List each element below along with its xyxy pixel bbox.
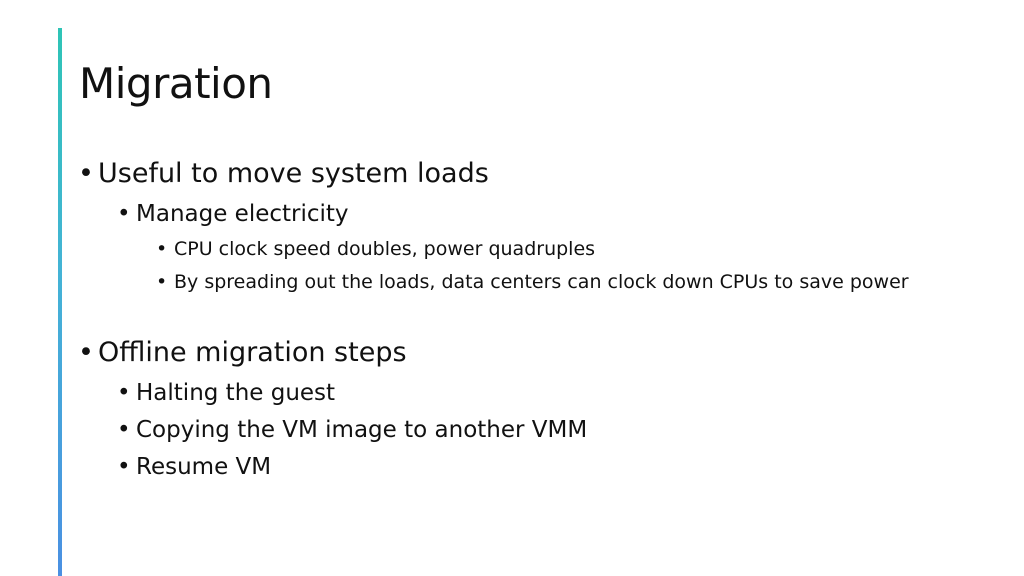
slide-title: Migration: [79, 59, 273, 108]
bullet-text: By spreading out the loads, data centers…: [174, 271, 909, 293]
bullet-text: Resume VM: [136, 454, 272, 480]
bullet-item: • Useful to move system loads: [78, 156, 489, 192]
bullet-text: Copying the VM image to another VMM: [136, 417, 588, 443]
sub-sub-bullet-item: • CPU clock speed doubles, power quadrup…: [156, 236, 926, 263]
bullet-dot-icon: •: [117, 201, 131, 227]
bullet-dot-icon: •: [117, 380, 131, 406]
sub-bullet-item: • Resume VM: [117, 451, 271, 483]
bullet-dot-icon: •: [78, 337, 94, 368]
accent-bar: [58, 28, 62, 576]
bullet-text: Useful to move system loads: [98, 158, 489, 189]
bullet-text: Halting the guest: [136, 380, 336, 406]
sub-bullet-item: • Halting the guest: [117, 377, 335, 409]
bullet-dot-icon: •: [78, 158, 94, 189]
bullet-text: Manage electricity: [136, 201, 349, 227]
bullet-dot-icon: •: [156, 238, 168, 260]
sub-sub-bullet-item: • By spreading out the loads, data cente…: [156, 269, 926, 296]
bullet-dot-icon: •: [117, 454, 131, 480]
bullet-text: Offline migration steps: [98, 337, 407, 368]
bullet-dot-icon: •: [117, 417, 131, 443]
bullet-text: CPU clock speed doubles, power quadruple…: [174, 238, 596, 260]
sub-bullet-item: • Copying the VM image to another VMM: [117, 414, 587, 446]
bullet-item: • Offline migration steps: [78, 335, 407, 371]
sub-bullet-item: • Manage electricity: [117, 198, 349, 230]
bullet-dot-icon: •: [156, 271, 168, 293]
